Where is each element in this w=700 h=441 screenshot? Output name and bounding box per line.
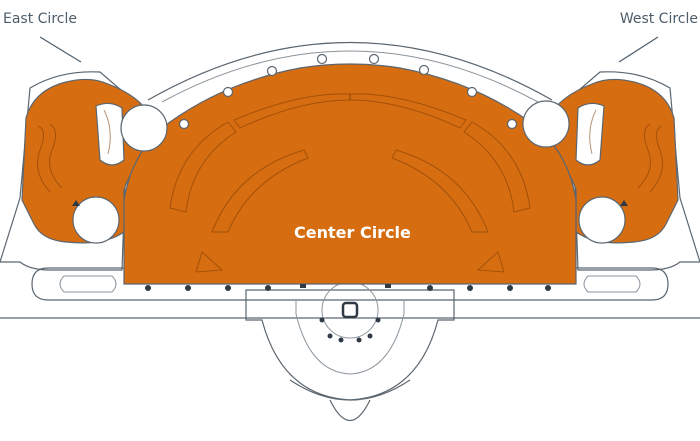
arc-lights <box>178 53 518 130</box>
west-circle-label[interactable]: West Circle <box>619 11 698 27</box>
east-leader-line <box>39 36 82 63</box>
east-circle-label[interactable]: East Circle <box>3 11 77 27</box>
east-circle-section[interactable] <box>21 78 153 244</box>
center-circle-label[interactable]: Center Circle <box>294 223 411 242</box>
building-outline <box>0 41 700 421</box>
pillars <box>72 100 628 244</box>
west-circle-section[interactable] <box>547 78 679 244</box>
center-circle-section[interactable] <box>123 63 577 285</box>
rail-posts <box>145 284 551 291</box>
west-leader-line <box>618 36 659 63</box>
